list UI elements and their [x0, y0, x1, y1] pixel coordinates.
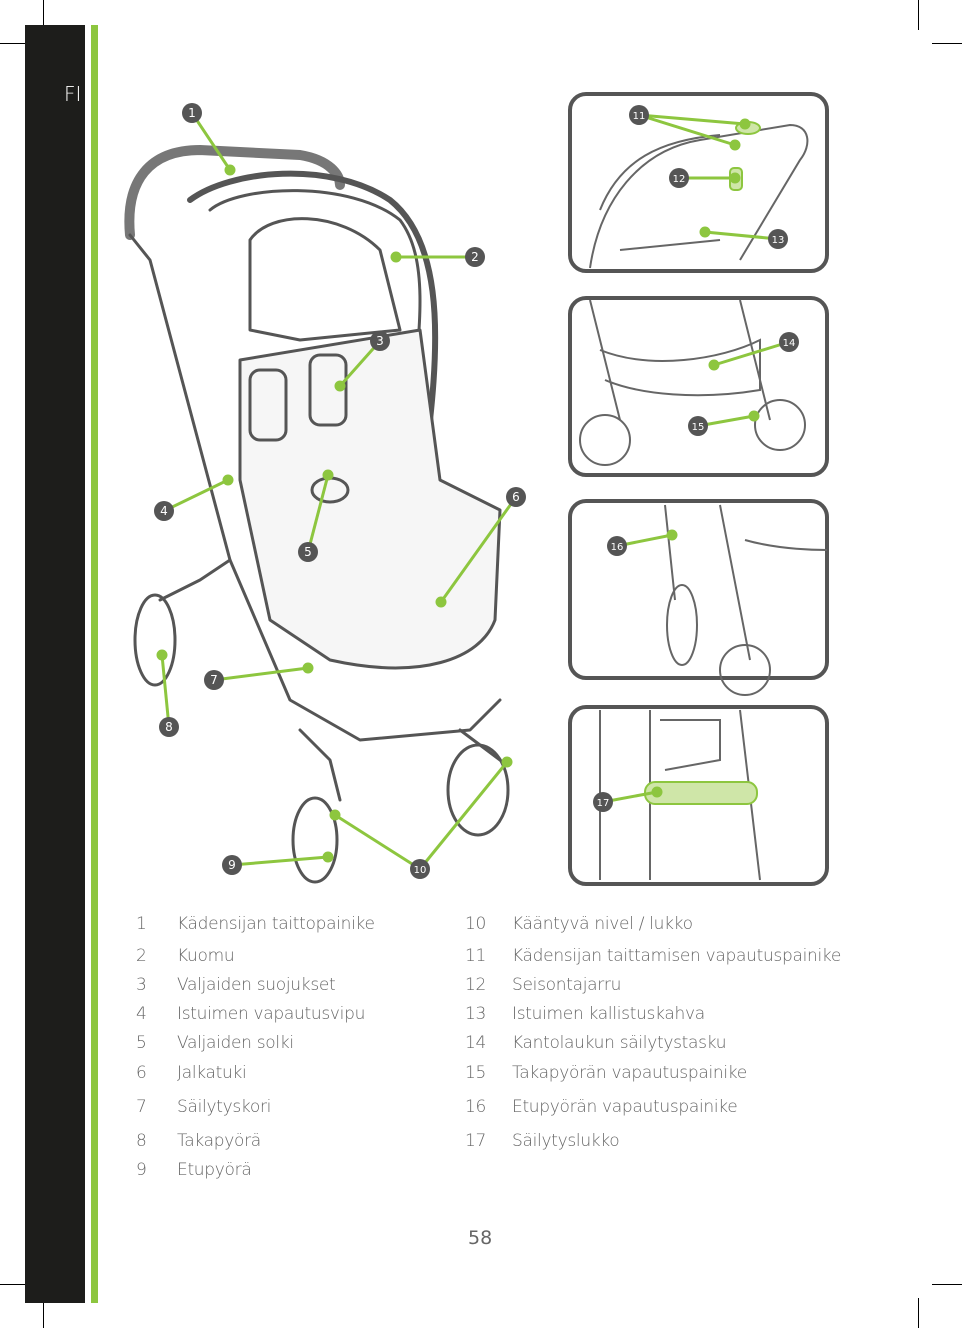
callout-2: 2	[465, 247, 485, 267]
part-number: 4	[136, 1004, 147, 1024]
callout-15: 15	[688, 416, 708, 436]
callout-9: 9	[222, 855, 242, 875]
stroller-illustration: 1 2 3 4 5 6 7 8 9 10 11 12 13 14 15 16 1…	[124, 92, 829, 886]
callout-4: 4	[154, 501, 174, 521]
svg-text:17: 17	[597, 798, 610, 809]
part-number: 1	[136, 914, 147, 934]
part-number: 5	[136, 1033, 147, 1053]
part-label: Kantolaukun säilytystasku	[512, 1033, 727, 1053]
svg-text:12: 12	[673, 174, 686, 185]
svg-text:9: 9	[228, 858, 236, 872]
part-label: Takapyörän vapautuspainike	[512, 1063, 747, 1083]
crop-mark	[932, 43, 962, 44]
detail-panel-front-wheel	[568, 499, 829, 680]
svg-text:7: 7	[210, 673, 218, 687]
crop-mark	[932, 1284, 962, 1285]
part-label: Kuomu	[177, 946, 235, 966]
detail-panel-storage-lock	[568, 705, 829, 886]
part-label: Istuimen vapautusvipu	[177, 1004, 366, 1024]
crop-mark	[0, 1284, 30, 1285]
svg-text:13: 13	[772, 235, 785, 246]
part-label: Kädensijan taittamisen vapautuspainike	[512, 946, 842, 966]
sidebar-bar	[25, 25, 85, 1303]
crop-mark	[43, 1298, 44, 1328]
language-code: FI	[64, 82, 82, 106]
detail-panel-handle	[568, 92, 829, 273]
svg-text:2: 2	[471, 250, 479, 264]
callout-lines	[156, 112, 790, 871]
svg-text:8: 8	[165, 720, 173, 734]
callout-14: 14	[779, 332, 799, 352]
callout-8: 8	[159, 717, 179, 737]
part-number: 6	[136, 1063, 147, 1083]
part-number: 2	[136, 946, 147, 966]
part-label: Istuimen kallistuskahva	[512, 1004, 705, 1024]
svg-text:16: 16	[611, 542, 624, 553]
part-number: 14	[465, 1033, 487, 1053]
part-label: Etupyörä	[177, 1160, 252, 1180]
svg-text:14: 14	[783, 338, 796, 349]
part-label: Etupyörän vapautuspainike	[512, 1097, 738, 1117]
part-number: 15	[465, 1063, 487, 1083]
part-label: Valjaiden solki	[177, 1033, 294, 1053]
stroller-drawing	[124, 145, 510, 884]
part-number: 12	[465, 975, 487, 995]
parts-list-right: 10 Kääntyvä nivel / lukko 11 Kädensijan ta…	[465, 914, 865, 1194]
part-label: Takapyörä	[177, 1131, 261, 1151]
crop-mark	[0, 43, 30, 44]
crop-mark	[918, 1298, 919, 1328]
svg-text:1: 1	[188, 106, 196, 120]
callout-5: 5	[298, 542, 318, 562]
page-number: 58	[468, 1227, 493, 1249]
callout-17: 17	[593, 792, 613, 812]
crop-mark	[918, 0, 919, 30]
part-number: 17	[465, 1131, 487, 1151]
callout-markers: 1 2 3 4 5 6 7 8 9 10 11 12 13 14 15 16 1…	[154, 103, 799, 879]
accent-bar	[91, 25, 98, 1303]
part-label: Kääntyvä nivel / lukko	[512, 914, 693, 934]
part-number: 3	[136, 975, 147, 995]
crop-mark	[43, 0, 44, 30]
part-number: 11	[465, 946, 487, 966]
part-number: 10	[465, 914, 487, 934]
svg-text:3: 3	[376, 334, 384, 348]
part-label: Valjaiden suojukset	[177, 975, 336, 995]
part-number: 16	[465, 1097, 487, 1117]
part-number: 8	[136, 1131, 147, 1151]
callout-10: 10	[410, 859, 430, 879]
part-label: Seisontajarru	[512, 975, 622, 995]
callout-11: 11	[629, 105, 649, 125]
part-label: Säilytyslukko	[512, 1131, 620, 1151]
callout-1: 1	[182, 103, 202, 123]
callout-13: 13	[768, 229, 788, 249]
callout-3: 3	[370, 331, 390, 351]
svg-text:15: 15	[692, 422, 705, 433]
part-label: Säilytyskori	[177, 1097, 272, 1117]
detail-panel-rear-wheel	[568, 296, 829, 477]
svg-text:10: 10	[414, 865, 427, 876]
callout-12: 12	[669, 168, 689, 188]
detail-panels	[568, 92, 829, 886]
part-label: Jalkatuki	[177, 1063, 247, 1083]
part-number: 7	[136, 1097, 147, 1117]
svg-text:4: 4	[160, 504, 168, 518]
part-number: 13	[465, 1004, 487, 1024]
part-label: Kädensijan taittopainike	[177, 914, 375, 934]
callout-7: 7	[204, 670, 224, 690]
callout-16: 16	[607, 536, 627, 556]
callout-6: 6	[506, 487, 526, 507]
svg-text:6: 6	[512, 490, 520, 504]
svg-text:5: 5	[304, 545, 312, 559]
svg-text:11: 11	[633, 111, 646, 122]
part-number: 9	[136, 1160, 147, 1180]
